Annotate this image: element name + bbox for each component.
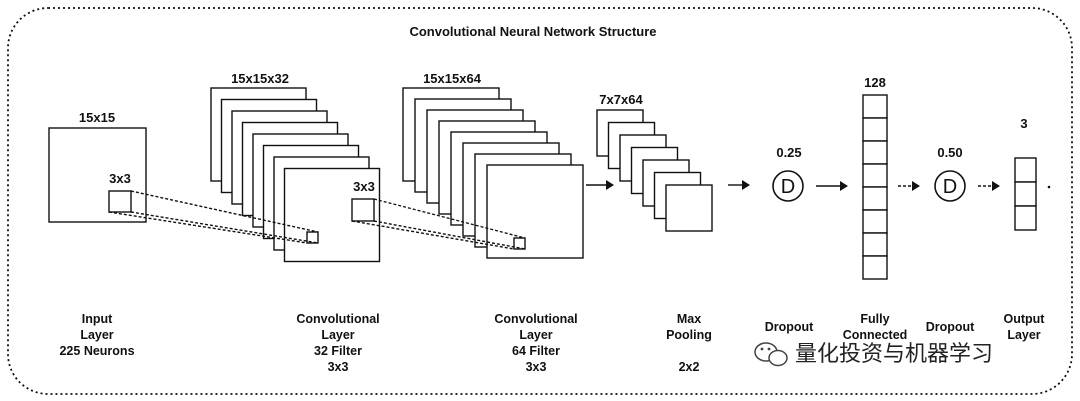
conv2-feature-map-stack [402, 87, 584, 259]
watermark-text: 量化投资与机器学习 [795, 342, 993, 367]
conv1-caption-line: 32 Filter [314, 344, 362, 358]
wechat-icon [754, 342, 788, 367]
dropout2-caption: Dropout [926, 320, 975, 334]
input-caption-line: Input [82, 312, 113, 326]
conv1-caption-line: Layer [321, 328, 354, 342]
conv2-caption-line: Convolutional [494, 312, 577, 326]
output-neuron-cell [1014, 157, 1037, 183]
flow-arrowhead [992, 181, 1000, 191]
pool-dim-label: 7x7x64 [599, 92, 643, 107]
projection-line [373, 198, 526, 239]
output-layer-column [1014, 157, 1037, 231]
diagram-title: Convolutional Neural Network Structure [409, 24, 656, 39]
pool-caption-line: 2x2 [679, 360, 700, 374]
dense-neuron-cell [862, 140, 888, 165]
dropout2-rate: 0.50 [937, 145, 962, 160]
dense-units-label: 128 [864, 75, 886, 90]
pool-caption-line: Max [677, 312, 701, 326]
dense-neuron-cell [862, 186, 888, 211]
projection-line [351, 220, 515, 250]
conv2-caption-line: 3x3 [526, 360, 547, 374]
conv2-dim-label: 15x15x64 [423, 71, 482, 86]
projection-line [130, 211, 319, 244]
pool-feature-map-stack [596, 109, 713, 232]
dense-neuron-cell [862, 232, 888, 257]
output-units-label: 3 [1020, 116, 1027, 131]
input-kernel-box [108, 190, 132, 213]
dropout2-symbol: D [943, 176, 957, 198]
conv2-caption-line: Layer [519, 328, 552, 342]
dropout1-caption-line: Dropout [765, 320, 814, 334]
input-dim-label: 15x15 [79, 110, 115, 125]
dense-neuron-cell [862, 255, 888, 280]
projection-line [130, 190, 319, 233]
output-neuron-cell [1014, 181, 1037, 207]
pool-feature-map [665, 184, 713, 232]
outer-frame [7, 7, 1073, 395]
conv1-kernel-label: 3x3 [353, 179, 375, 194]
projection-line [373, 220, 526, 250]
output-neuron-cell [1014, 205, 1037, 231]
conv2-target-cell [513, 237, 526, 250]
conv1-dim-label: 15x15x32 [231, 71, 289, 86]
dense-layer-column [862, 94, 888, 280]
flow-arrowhead [742, 180, 750, 190]
conv1-kernel-box [351, 198, 375, 222]
conv1-caption-line: Convolutional [296, 312, 379, 326]
dropout2-caption-line: Dropout [926, 320, 975, 334]
dropout1-caption: Dropout [765, 320, 814, 334]
conv1-target-cell [306, 231, 319, 244]
dense-neuron-cell [862, 209, 888, 234]
flow-arrowhead [912, 181, 920, 191]
trailing-dot [1047, 185, 1051, 189]
input-caption-line: 225 Neurons [59, 344, 134, 358]
flow-arrowhead [840, 181, 848, 191]
dropout2-node [934, 170, 966, 202]
dense-caption-line: Fully [860, 312, 889, 326]
dense-caption-line: Connected [843, 328, 908, 342]
output-caption-line: Output [1004, 312, 1046, 326]
dropout1-symbol: D [781, 176, 795, 198]
dropout1-node [772, 170, 804, 202]
conv2-caption-line: 64 Filter [512, 344, 560, 358]
dense-neuron-cell [862, 163, 888, 188]
pool-caption-line: Pooling [666, 328, 712, 342]
dense-neuron-cell [862, 94, 888, 119]
conv1-feature-map-stack [210, 87, 381, 263]
flow-arrowhead [606, 180, 614, 190]
input-kernel-label: 3x3 [109, 171, 131, 186]
input-caption-line: Layer [80, 328, 113, 342]
projection-line [108, 211, 308, 244]
dropout1-rate: 0.25 [776, 145, 801, 160]
dense-neuron-cell [862, 117, 888, 142]
conv2-feature-map [486, 164, 584, 259]
conv1-caption-line: 3x3 [328, 360, 349, 374]
output-caption-line: Layer [1007, 328, 1040, 342]
